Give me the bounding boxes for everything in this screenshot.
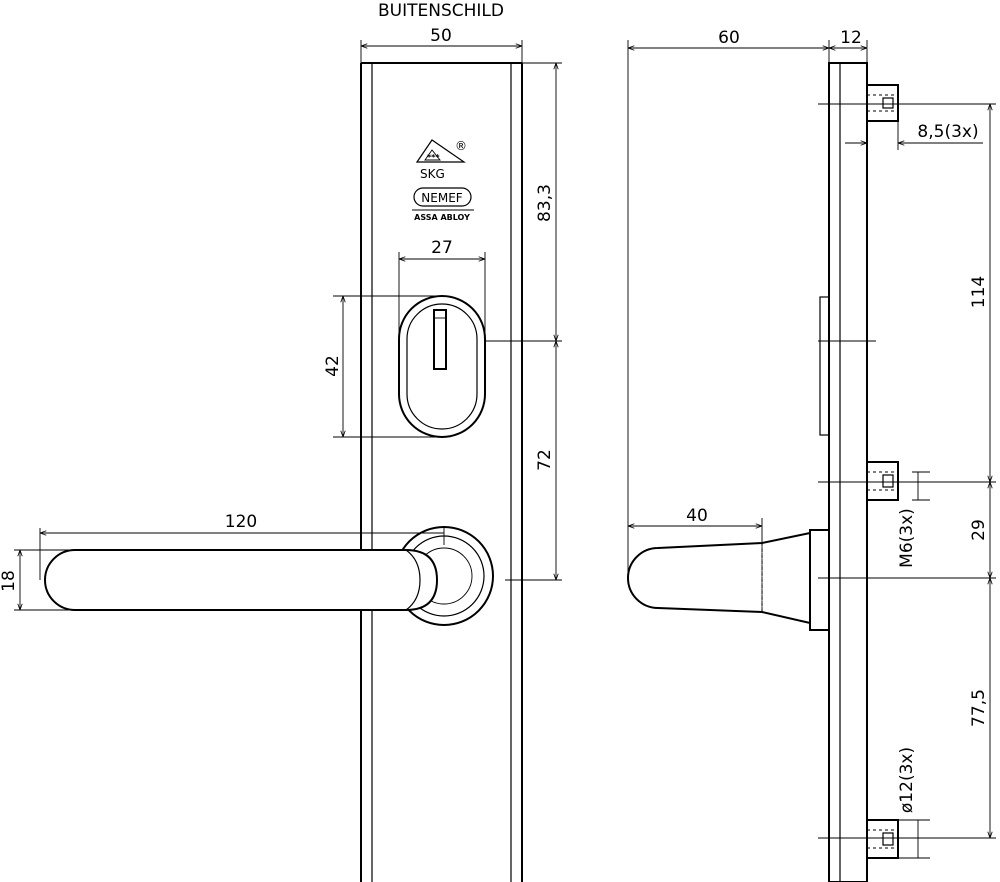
svg-text:ASSA ABLOY: ASSA ABLOY: [414, 213, 470, 222]
svg-text:60: 60: [718, 28, 740, 48]
dim-lever-120: 120: [39, 512, 445, 580]
svg-text:***: ***: [427, 153, 440, 162]
dim-depth: 60 12: [627, 28, 868, 578]
view-title: BUITENSCHILD: [378, 1, 504, 21]
nemef-logo: NEMEF ASSA ABLOY: [412, 187, 474, 222]
svg-text:12: 12: [840, 28, 862, 48]
lever-handle: [44, 549, 439, 611]
front-plate: [360, 62, 523, 882]
dim-spacing: 114 29 77,5: [969, 104, 990, 838]
screw-boss-bottom: [866, 819, 899, 859]
dim-hole-8-5: 8,5(3x): [845, 121, 983, 150]
svg-text:120: 120: [225, 512, 257, 532]
side-plate: [819, 62, 868, 882]
screw-boss-mid: [866, 461, 899, 501]
svg-text:40: 40: [686, 506, 708, 526]
lever-side: [627, 529, 830, 631]
dim-cyl-42: 42: [323, 295, 442, 438]
svg-text:72: 72: [535, 449, 555, 471]
svg-text:27: 27: [431, 238, 453, 258]
svg-text:8,5(3x): 8,5(3x): [917, 122, 978, 142]
svg-text:50: 50: [430, 26, 452, 46]
svg-text:114: 114: [969, 276, 989, 308]
dim-m6: M6(3x): [897, 471, 930, 568]
svg-text:77,5: 77,5: [969, 689, 989, 727]
dim-lever-18: 18: [0, 549, 75, 611]
svg-text:18: 18: [0, 570, 19, 592]
svg-text:83,3: 83,3: [535, 184, 555, 222]
svg-text:42: 42: [323, 355, 343, 377]
cylinder-hole: [398, 295, 486, 438]
dim-width-50: 50: [360, 26, 523, 63]
svg-text:SKG: SKG: [420, 167, 445, 181]
svg-text:®: ®: [455, 139, 467, 153]
dim-lever-40: 40: [628, 506, 763, 543]
svg-text:ø12(3x): ø12(3x): [897, 747, 917, 813]
screw-boss-top: [866, 84, 899, 122]
svg-text:29: 29: [969, 519, 989, 541]
dim-cyl-27: 27: [398, 238, 486, 339]
svg-text:NEMEF: NEMEF: [421, 191, 462, 205]
dim-vertical-right: 83,3 72: [486, 62, 562, 581]
skg-logo: *** SKG ®: [415, 139, 467, 181]
side-centerlines: [818, 103, 996, 839]
svg-text:M6(3x): M6(3x): [897, 508, 917, 568]
dim-dia-12: ø12(3x): [897, 747, 930, 859]
